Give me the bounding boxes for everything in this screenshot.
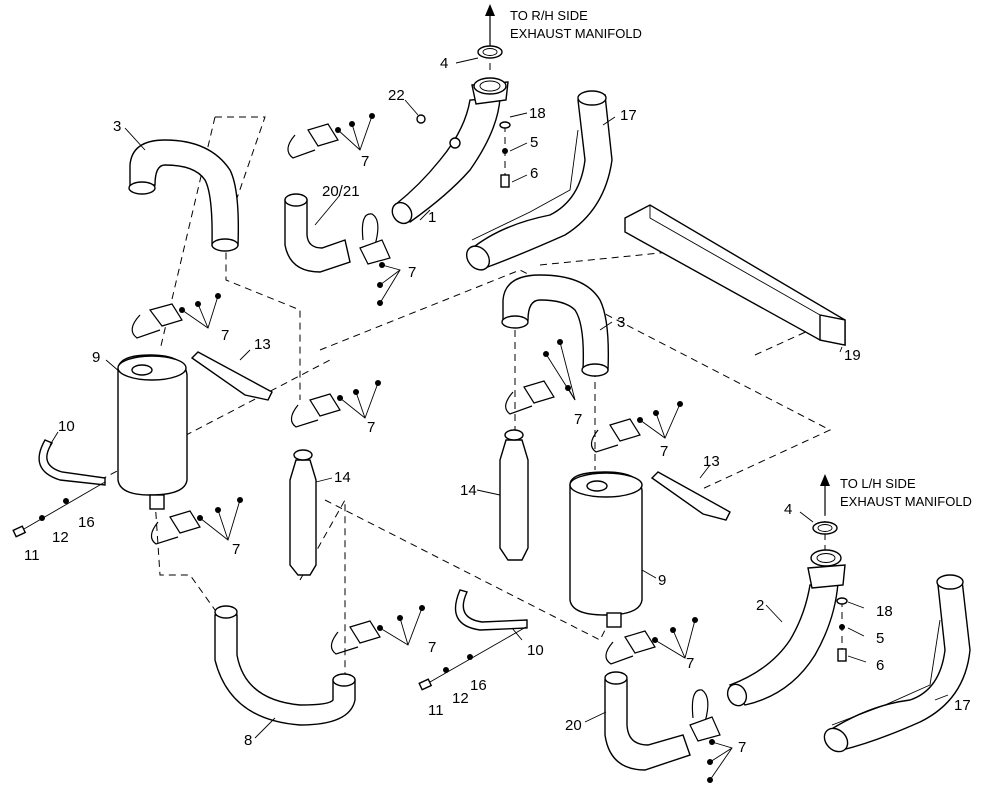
- callout-13-left: 13: [254, 336, 271, 353]
- clamp-7-a: [287, 113, 375, 159]
- hardware-top: [416, 114, 511, 188]
- callout-16-left: 16: [78, 514, 95, 531]
- callout-17-top: 17: [620, 107, 637, 124]
- pipe-3-left: [128, 139, 239, 252]
- note-lh-line1: TO L/H SIDE: [840, 476, 916, 491]
- clamp-7-j: [689, 689, 733, 783]
- muffler-9-right: [569, 471, 643, 628]
- clamp-7-f: [590, 401, 683, 453]
- crossmember-19: [624, 204, 846, 346]
- callout-9-right: 9: [658, 572, 666, 589]
- callout-7-j: 7: [738, 739, 746, 756]
- callout-7-d: 7: [367, 419, 375, 436]
- gasket-4-top: [477, 45, 503, 59]
- callout-20-21: 20/21: [322, 183, 360, 200]
- callout-22: 22: [388, 87, 405, 104]
- callout-7-a: 7: [361, 153, 369, 170]
- pipe-20: [604, 671, 691, 771]
- heat-shield-17-top: [465, 90, 613, 271]
- callout-8: 8: [244, 732, 252, 749]
- pipe-8: [214, 605, 356, 726]
- pipe-3-right: [501, 274, 609, 377]
- callout-6-top: 6: [530, 165, 538, 182]
- callout-12-left: 12: [52, 529, 69, 546]
- callout-18-bottom: 18: [876, 603, 893, 620]
- gasket-4-bottom: [812, 521, 838, 535]
- resonator-14-left: [289, 449, 317, 576]
- callout-7-g: 7: [232, 541, 240, 558]
- note-lh-line2: EXHAUST MANIFOLD: [840, 494, 972, 509]
- callout-3-right: 3: [617, 314, 625, 331]
- clamp-7-d: [290, 380, 381, 428]
- clamp-7-b: [359, 213, 401, 306]
- callout-11-bottom: 11: [428, 702, 444, 719]
- callout-12-bottom: 12: [452, 690, 469, 707]
- arrow-to-lh-manifold: [820, 474, 830, 515]
- callout-11-left: 11: [24, 547, 40, 564]
- callout-19: 19: [844, 347, 861, 364]
- callout-7-h: 7: [428, 639, 436, 656]
- note-rh-line2: EXHAUST MANIFOLD: [510, 26, 642, 41]
- callout-18-top: 18: [529, 105, 546, 122]
- callout-6-bottom: 6: [876, 657, 884, 674]
- pipe-2: [726, 549, 846, 707]
- callout-2: 2: [756, 597, 764, 614]
- clamp-7-g: [150, 497, 243, 545]
- callout-16-bottom: 16: [470, 677, 487, 694]
- resonator-14-right: [499, 429, 529, 561]
- callout-9-left: 9: [92, 349, 100, 366]
- callout-7-e: 7: [574, 411, 582, 428]
- callout-17-bottom: 17: [954, 697, 971, 714]
- callout-4-bottom: 4: [784, 501, 792, 518]
- bracket-13-right: [650, 471, 731, 521]
- leader-lines: [49, 57, 949, 739]
- callout-10-left: 10: [58, 418, 75, 435]
- callout-14-left: 14: [334, 469, 351, 486]
- callout-3-left: 3: [113, 118, 121, 135]
- callout-14-right: 14: [460, 482, 477, 499]
- callout-10-right: 10: [527, 642, 544, 659]
- callout-7-f: 7: [660, 443, 668, 460]
- callout-20: 20: [565, 717, 582, 734]
- pipe-1: [391, 77, 509, 225]
- strap-10-left: [38, 439, 106, 486]
- callout-7-i: 7: [686, 655, 694, 672]
- note-rh-line1: TO R/H SIDE: [510, 8, 588, 23]
- callout-1: 1: [428, 209, 436, 226]
- callout-5-bottom: 5: [876, 630, 884, 647]
- callout-4-top: 4: [440, 55, 448, 72]
- callout-5-top: 5: [530, 134, 538, 151]
- muffler-9-left: [117, 354, 188, 510]
- callout-7-b: 7: [408, 264, 416, 281]
- strap-10-right: [454, 589, 528, 631]
- clamp-7-i: [605, 617, 698, 665]
- callout-13-right: 13: [703, 453, 720, 470]
- clamp-7-h: [330, 605, 425, 655]
- arrow-to-rh-manifold: [485, 4, 495, 48]
- pipe-20-21: [284, 193, 351, 273]
- bracket-13-left: [190, 351, 273, 401]
- hardware-right: [836, 597, 848, 662]
- clamp-7-c: [131, 293, 221, 339]
- hardware-left: [12, 481, 106, 538]
- hardware-bottom: [418, 626, 527, 691]
- callout-7-c: 7: [221, 327, 229, 344]
- clamp-7-e: [505, 339, 576, 415]
- heat-shield-17-bottom: [823, 574, 971, 753]
